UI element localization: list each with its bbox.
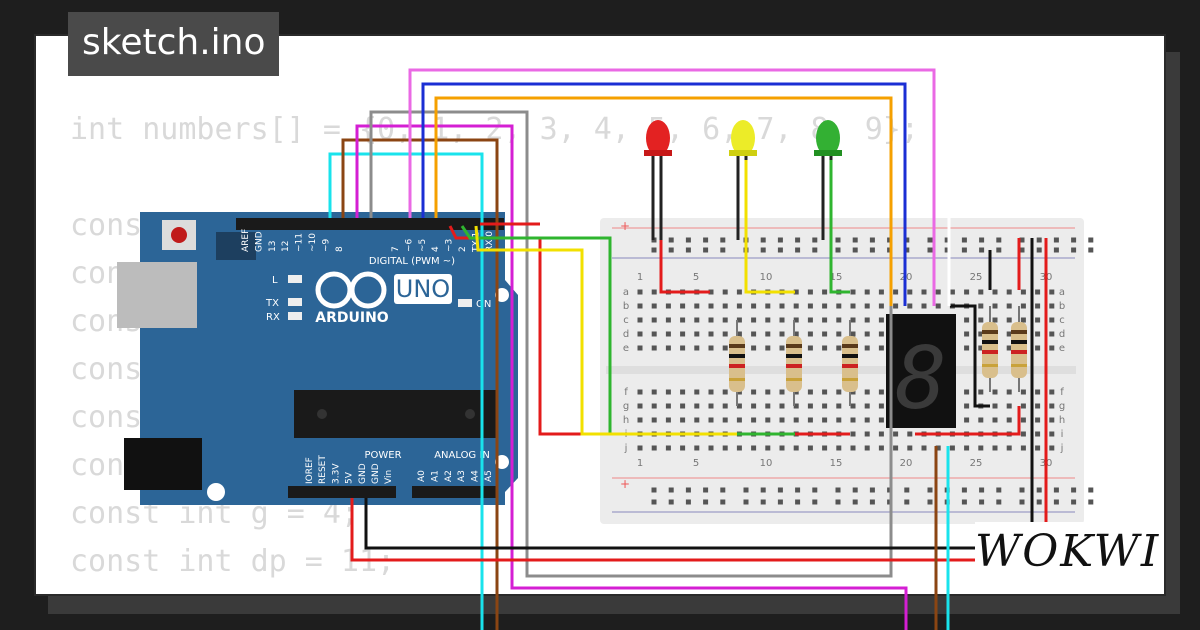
analog-header (412, 486, 498, 498)
power-pin-label: 3.3V (331, 463, 341, 484)
breadboard-row-letter: b (1059, 301, 1065, 312)
analog-pin-label: A3 (457, 470, 467, 482)
tx-led-label: TX (265, 298, 279, 309)
digital-pin-label: ~6 (404, 238, 414, 252)
digital-pin-label: ~3 (445, 239, 455, 252)
breadboard-row-letter: i (1061, 429, 1064, 440)
code-line: const int RED_LIGHT_PIN = 9; (70, 586, 919, 594)
breadboard-column-number: 15 (830, 272, 843, 283)
breadboard-row-letter: j (1060, 443, 1064, 454)
resistor (842, 320, 858, 406)
led-red[interactable] (644, 120, 672, 240)
digital-pin-label: ~11 (295, 233, 305, 252)
digital-pin-label: 4 (431, 246, 441, 252)
breadboard-column-number: 1 (637, 458, 643, 469)
breadboard-row-letter: e (1059, 343, 1065, 354)
analog-in-label: ANALOG IN (434, 450, 490, 461)
breadboard-column-number: 25 (970, 272, 983, 283)
breadboard-row-letter: g (1059, 401, 1065, 412)
mount-hole (207, 483, 225, 501)
breadboard-column-number: 5 (693, 272, 699, 283)
digital-header (236, 218, 504, 230)
breadboard-row-letter: f (1060, 387, 1064, 398)
breadboard-row-letter: h (623, 415, 629, 426)
arduino-uno-board[interactable]: UNO ARDUINO DIGITAL (PWM ~) POWER ANALOG… (117, 212, 518, 505)
digital-pin-label: ~10 (308, 233, 318, 252)
display-digit: 8 (895, 329, 947, 429)
breadboard-row-letter: f (624, 387, 628, 398)
digital-pin-label: 8 (335, 246, 345, 252)
power-pin-label: GND (371, 463, 381, 484)
power-pin-label: Vin (384, 470, 394, 484)
analog-pin-label: A5 (484, 470, 494, 482)
breadboard-column-number: 10 (760, 272, 773, 283)
breadboard-column-number: 20 (900, 458, 913, 469)
wokwi-logo-text: WOKWI (975, 526, 1161, 577)
arduino-infinity-icon (315, 271, 387, 309)
resistor (786, 320, 802, 406)
breadboard-row-letter: a (623, 287, 629, 298)
breadboard-row-letter: e (623, 343, 629, 354)
analog-pin-label: A4 (471, 470, 481, 482)
breadboard-row-letter: b (623, 301, 629, 312)
on-led-label: ON (476, 299, 491, 310)
power-header (288, 486, 396, 498)
breadboard-column-number: 5 (693, 458, 699, 469)
breadboard-row-letter: d (623, 329, 629, 340)
analog-pin-label: A2 (444, 470, 454, 482)
l-led-label: L (272, 275, 278, 286)
digital-pwm-label: DIGITAL (PWM ~) (369, 256, 455, 267)
uno-label: UNO (396, 275, 450, 303)
breadboard-row-letter: d (1059, 329, 1065, 340)
rx-led-label: RX (266, 312, 280, 323)
breadboard-column-number: 25 (970, 458, 983, 469)
seven-segment-display[interactable]: 8 (886, 314, 956, 429)
breadboard-row-letter: a (1059, 287, 1065, 298)
power-jack (124, 438, 202, 490)
breadboard-row-letter: c (623, 315, 629, 326)
breadboard-row-letter: c (1059, 315, 1065, 326)
plus-rail-label: + (620, 219, 630, 233)
digital-pin-label: 12 (281, 241, 291, 252)
usb-port (117, 262, 197, 328)
icsp-header (216, 232, 256, 260)
power-pin-label: RESET (318, 455, 328, 484)
analog-pin-label: A1 (430, 470, 440, 482)
digital-pin-label: AREF (241, 229, 251, 252)
arduino-brand-label: ARDUINO (315, 310, 389, 326)
digital-pin-label: 13 (268, 241, 278, 252)
digital-pin-label: RX 0 (485, 231, 495, 252)
code-line: int numbers[] = {0, 1, 2, 3, 4, 5, 6, 7,… (70, 112, 919, 147)
digital-pin-label: ~5 (418, 239, 428, 252)
power-pin-label: GND (358, 463, 368, 484)
resistor (729, 320, 745, 406)
wokwi-logo: WOKWI (975, 522, 1161, 584)
breadboard-column-number: 15 (830, 458, 843, 469)
breadboard-row-letter: g (623, 401, 629, 412)
digital-pin-label: GND (254, 231, 264, 252)
sketch-filename-badge[interactable]: sketch.ino (68, 12, 280, 76)
analog-pin-label: A0 (417, 470, 427, 482)
digital-pin-label: ~9 (321, 238, 331, 252)
plus-rail-label-bottom: + (620, 477, 630, 491)
power-pin-label: IOREF (305, 457, 315, 484)
resistor (1011, 306, 1027, 392)
breadboard-row-letter: j (624, 443, 628, 454)
breadboard-column-number: 1 (637, 272, 643, 283)
breadboard-row-letter: h (1059, 415, 1065, 426)
digital-pin-label: 2 (458, 246, 468, 252)
power-pin-label: 5V (345, 471, 355, 484)
breadboard-column-number: 10 (760, 458, 773, 469)
atmega-chip (294, 390, 498, 438)
power-label: POWER (364, 450, 401, 461)
resistor (982, 306, 998, 392)
digital-pin-label: 7 (391, 246, 401, 252)
